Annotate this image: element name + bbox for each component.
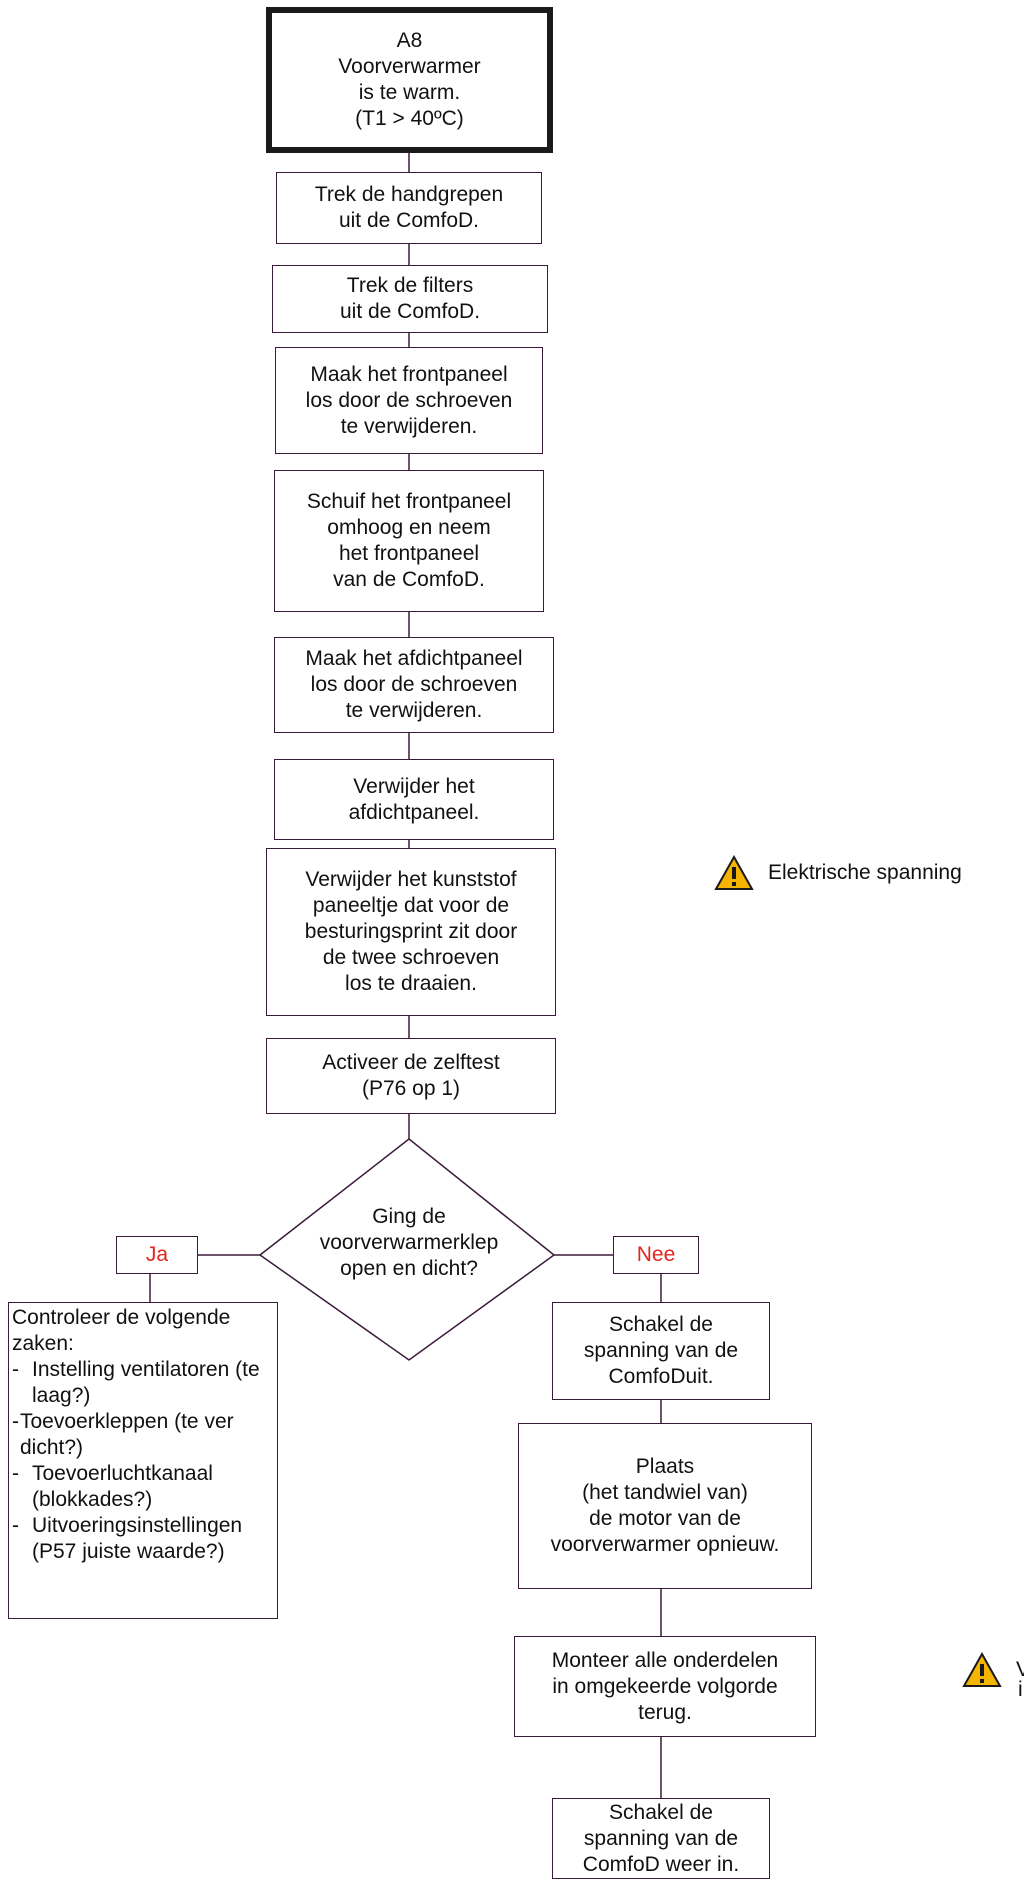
no-step-motor-plaatsen: Plaats (het tandwiel van) de motor van d… xyxy=(518,1423,812,1589)
check-item: Instelling ventilatoren (te laag?) xyxy=(12,1357,273,1409)
no-step-spanning-uit: Schakel de spanning van de ComfoDuit. xyxy=(552,1302,770,1400)
step-frontpaneel-schuif: Schuif het frontpaneel omhoog en neem he… xyxy=(274,470,544,612)
step-frontpaneel-los: Maak het frontpaneel los door de schroev… xyxy=(275,347,543,454)
decision-text: Ging de voorverwarmerklep open en dicht? xyxy=(319,1205,499,1280)
branch-yes-label: Ja xyxy=(116,1236,198,1274)
check-item: Toevoerluchtkanaal (blokkades?) xyxy=(12,1461,273,1513)
check-item: Uitvoeringsinstellingen (P57 juiste waar… xyxy=(12,1513,273,1565)
step-zelftest: Activeer de zelftest (P76 op 1) xyxy=(266,1038,556,1114)
no-step-monteer: Monteer alle onderdelen in omgekeerde vo… xyxy=(514,1636,816,1737)
warning-electrical-text: Elektrische spanning xyxy=(768,861,962,884)
warning-second-text: V xyxy=(1016,1658,1024,1681)
step-kunststof-paneeltje: Verwijder het kunststof paneeltje dat vo… xyxy=(266,848,556,1016)
warning-triangle-icon xyxy=(714,855,754,890)
check-item: Toevoerkleppen (te ver dicht?) xyxy=(12,1409,273,1461)
warning-triangle-icon xyxy=(962,1652,1002,1687)
warning-second-line2: i xyxy=(1018,1678,1023,1702)
no-step-spanning-in: Schakel de spanning van de ComfoD weer i… xyxy=(552,1798,770,1879)
step-afdichtpaneel-los: Maak het afdichtpaneel los door de schro… xyxy=(274,637,554,733)
warning-second: V xyxy=(962,1652,1024,1688)
branch-no-label: Nee xyxy=(613,1236,699,1274)
yes-check-intro: Controleer de volgende zaken: xyxy=(12,1306,231,1355)
error-a8-box: A8 Voorverwarmer is te warm. (T1 > 40ºC) xyxy=(266,7,553,153)
step-filters: Trek de filters uit de ComfoD. xyxy=(272,265,548,333)
decision-diamond xyxy=(258,1138,556,1361)
yes-check-box: Controleer de volgende zaken: Instelling… xyxy=(8,1302,278,1619)
yes-check-list: Instelling ventilatoren (te laag?) Toevo… xyxy=(12,1357,273,1565)
warning-second-text-2: i xyxy=(1018,1678,1023,1701)
step-handgrepen: Trek de handgrepen uit de ComfoD. xyxy=(276,172,542,244)
step-afdichtpaneel-verwijder: Verwijder het afdichtpaneel. xyxy=(274,759,554,840)
warning-electrical: Elektrische spanning xyxy=(714,855,962,891)
